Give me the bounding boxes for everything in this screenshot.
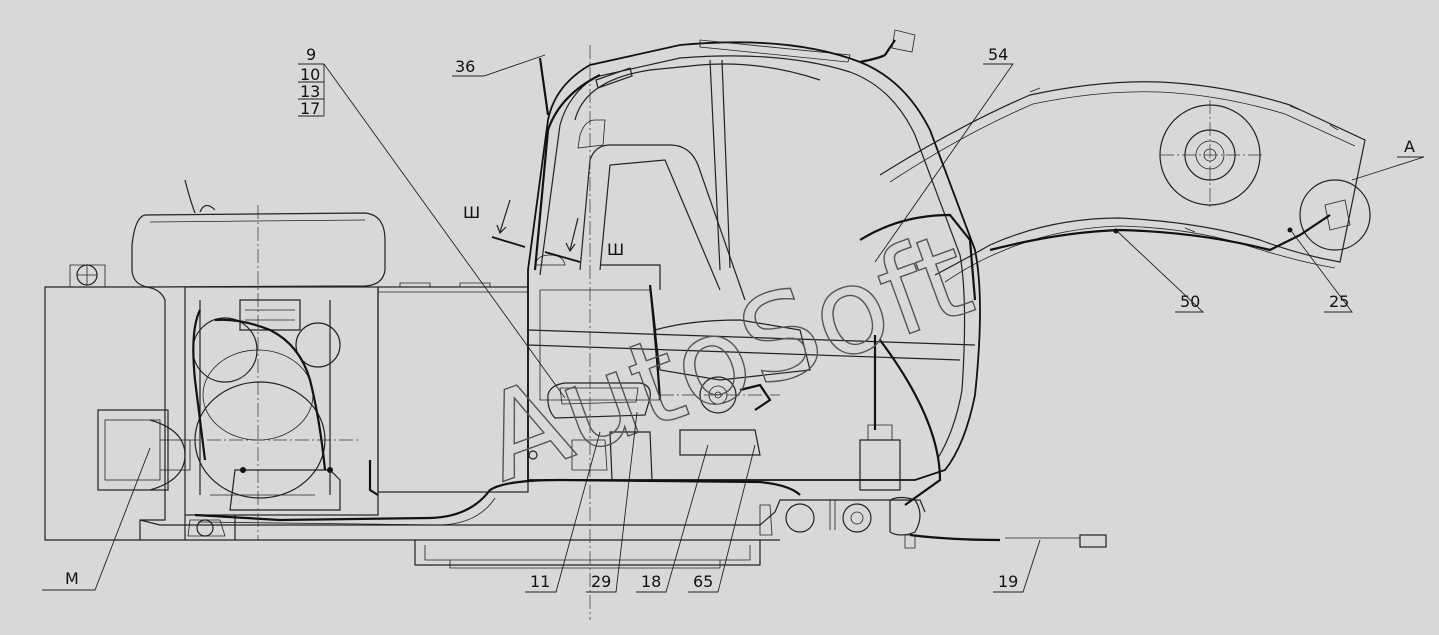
- callout-29: 29: [586, 411, 638, 593]
- callout-25: 25: [1291, 231, 1353, 313]
- view-label-left: Ш: [463, 203, 480, 222]
- callout-17: 17: [300, 99, 320, 118]
- callout-50: 50: [1117, 231, 1205, 313]
- callout-65: 65: [688, 444, 756, 593]
- view-indicator-left: Ш: [463, 199, 526, 248]
- callout-25-label: 25: [1329, 292, 1349, 311]
- view-indicator-right: Ш: [544, 217, 624, 263]
- engine-hood: [131, 179, 386, 288]
- callout-11: 11: [525, 431, 601, 593]
- callout-10: 10: [300, 65, 320, 84]
- callout-29-label: 29: [591, 572, 611, 591]
- callout-54: 54: [874, 45, 1014, 263]
- hydraulic-units: [759, 496, 926, 549]
- callout-36-label: 36: [455, 57, 475, 76]
- view-label-right: Ш: [607, 240, 624, 259]
- callout-M-label: M: [65, 569, 79, 588]
- counterweight: [44, 264, 166, 541]
- callout-A-label: A: [1404, 137, 1415, 156]
- callout-9: 9: [306, 45, 316, 64]
- callout-36: 36: [452, 54, 546, 77]
- callout-A: A: [1351, 137, 1425, 181]
- center-lines: [185, 45, 1265, 620]
- callout-stack-9-17: 9 10 13 17: [298, 45, 566, 399]
- callout-19-label: 19: [998, 572, 1018, 591]
- callout-M: M: [42, 447, 151, 591]
- wiring-harness: [192, 29, 1331, 548]
- callout-50-label: 50: [1180, 292, 1200, 311]
- callout-54-label: 54: [988, 45, 1008, 64]
- callout-11-label: 11: [530, 572, 550, 591]
- callout-65-label: 65: [693, 572, 713, 591]
- callout-19: 19: [993, 539, 1041, 593]
- radiator-fan: [97, 409, 226, 537]
- engine-compartment: [184, 282, 529, 516]
- callout-13: 13: [300, 82, 320, 101]
- undercarriage: [139, 511, 780, 569]
- callout-18: 18: [636, 444, 709, 593]
- callout-18-label: 18: [641, 572, 661, 591]
